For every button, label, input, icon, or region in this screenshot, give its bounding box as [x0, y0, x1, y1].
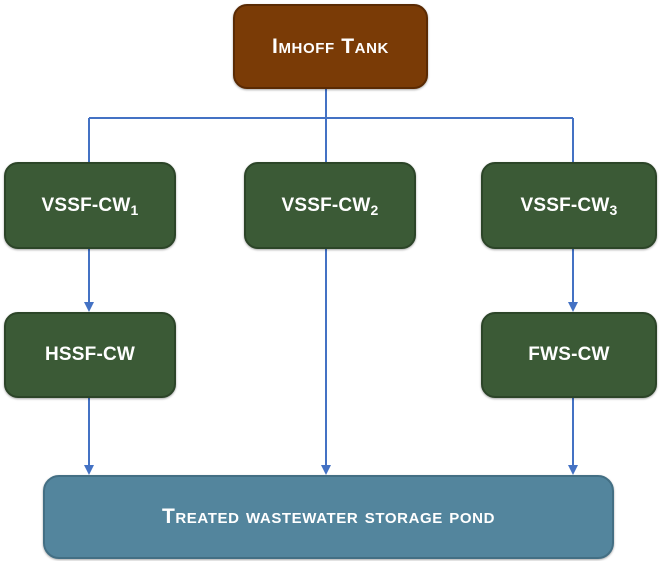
- node-vssf-cw1-label-main: VSSF-CW: [41, 194, 131, 216]
- node-vssf-cw3-label-main: VSSF-CW: [520, 194, 610, 216]
- node-fws-cw-label: FWS-CW: [528, 344, 610, 365]
- node-vssf-cw2-label-sub: 2: [370, 201, 379, 218]
- node-vssf-cw3-label: VSSF-CW3: [520, 194, 618, 218]
- node-treated-wastewater-storage-pond: Treated wastewater storage pond: [43, 475, 614, 559]
- node-fws-cw: FWS-CW: [481, 312, 657, 398]
- node-hssf-cw: HSSF-CW: [4, 312, 176, 398]
- node-vssf-cw1-label: VSSF-CW1: [41, 194, 139, 218]
- node-vssf-cw1: VSSF-CW1: [4, 162, 176, 249]
- node-vssf-cw3: VSSF-CW3: [481, 162, 657, 249]
- node-vssf-cw3-label-sub: 3: [609, 201, 618, 218]
- node-vssf-cw2: VSSF-CW2: [244, 162, 416, 249]
- node-vssf-cw1-label-sub: 1: [130, 201, 139, 218]
- node-pond-label: Treated wastewater storage pond: [161, 505, 496, 528]
- node-imhoff-tank-label: Imhoff Tank: [272, 34, 389, 58]
- node-vssf-cw2-label: VSSF-CW2: [281, 194, 379, 218]
- node-vssf-cw2-label-main: VSSF-CW: [281, 194, 371, 216]
- node-imhoff-tank: Imhoff Tank: [233, 4, 428, 89]
- node-hssf-cw-label: HSSF-CW: [44, 344, 136, 365]
